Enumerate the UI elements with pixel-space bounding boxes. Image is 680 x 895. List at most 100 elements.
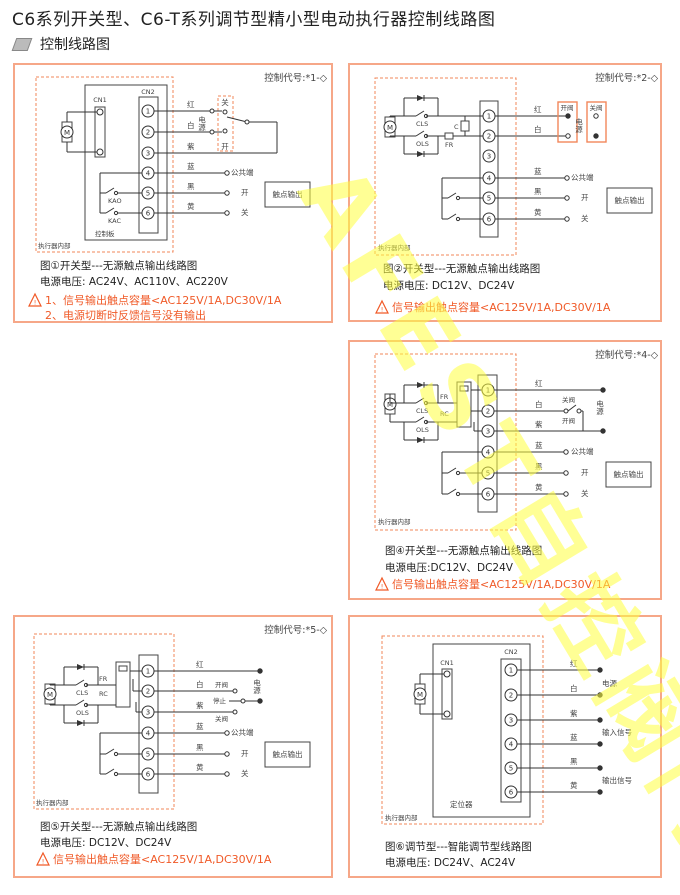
switch-open-label: 开 — [221, 142, 229, 151]
wire-color-label: 蓝 — [196, 721, 204, 731]
terminal-number: 6 — [146, 210, 151, 218]
switch-contact — [222, 109, 228, 115]
terminal-4 — [504, 737, 518, 751]
output-terminal — [563, 470, 569, 476]
wire-color-label: 黄 — [196, 762, 204, 772]
terminal-number: 2 — [486, 408, 490, 416]
open-label: 开 — [581, 193, 589, 202]
contact-output-label: 触点输出 — [614, 469, 644, 479]
signal-terminal — [597, 667, 603, 673]
motor-icon — [383, 120, 397, 134]
power-terminal — [600, 387, 606, 393]
close-label: 关 — [241, 768, 249, 778]
control-code: 控制代号:*1-◇ — [264, 72, 327, 84]
warning-text: 1、信号输出触点容量<AC125V/1A,DC30V/1A — [45, 293, 282, 307]
motor-icon — [60, 125, 74, 139]
wire-color-label: 紫 — [196, 701, 204, 710]
close-valve-label: 关阀 — [590, 103, 603, 112]
warning-icon — [375, 299, 389, 314]
power-label: 电源 — [252, 678, 261, 696]
wiring-diagram-4: 控制代号:*4-◇1红2白3紫4蓝5黑6黄MCLSOLSFRRC关阀开阀电源公共… — [374, 349, 659, 591]
warning-text: 信号输出触点容量<AC125V/1A,DC30V/1A — [392, 577, 611, 591]
voltage: 电源电压:DC12V、DC24V — [385, 561, 514, 574]
voltage: 电源电压: DC24V、AC24V — [385, 856, 516, 869]
motor-icon — [413, 687, 427, 701]
switch-terminal — [113, 190, 119, 196]
open-valve-label: 开阀 — [561, 103, 574, 112]
wire-color-label: 紫 — [187, 142, 195, 151]
terminal-number: 4 — [146, 730, 151, 738]
wire-color-label: 黑 — [196, 743, 204, 752]
switch-contact — [222, 128, 228, 134]
cn1-connector — [94, 106, 106, 158]
terminal-number: 5 — [486, 470, 490, 478]
warning-icon — [36, 851, 50, 866]
close-valve-box — [586, 101, 607, 143]
wire-color-label: 蓝 — [534, 166, 542, 176]
wire-color-label: 黑 — [570, 757, 578, 766]
terminal-3 — [504, 713, 518, 727]
cn1-pin — [443, 670, 451, 678]
terminal-number: 3 — [487, 153, 491, 161]
cn1-pin — [96, 108, 104, 116]
contact-output-label: 触点输出 — [273, 189, 303, 199]
switch-terminal — [455, 216, 461, 222]
terminal-number: 2 — [146, 129, 150, 137]
wire-color-label: 白 — [187, 120, 195, 130]
terminal-number: 3 — [509, 717, 513, 725]
actuator-inside-box — [374, 353, 517, 531]
ols-label: OLS — [76, 709, 89, 717]
terminal-number: 6 — [486, 491, 491, 499]
cn1-label: CN1 — [93, 96, 107, 104]
switch-contact — [75, 699, 85, 706]
output-terminal — [224, 751, 230, 757]
terminal-number: 1 — [487, 113, 491, 121]
caption: 图②开关型---无源触点输出线路图 — [383, 262, 540, 275]
terminal-strip — [500, 658, 522, 803]
voltage: 电源电压: DC12V、DC24V — [383, 279, 515, 292]
wire-color-label: 紫 — [570, 709, 578, 718]
diode-icon — [417, 437, 424, 443]
caption: 图④开关型---无源触点输出线路图 — [385, 544, 542, 557]
terminal-3 — [141, 146, 155, 160]
contact-output-box — [264, 181, 311, 208]
wire-color-label: 红 — [187, 99, 195, 109]
terminal-number: 4 — [146, 170, 151, 178]
switch-terminal — [455, 491, 461, 497]
output-terminal — [563, 449, 569, 455]
input-signal-label: 输入信号 — [602, 727, 632, 737]
voltage: 电源电压: AC24V、AC110V、AC220V — [40, 275, 229, 288]
terminal-1 — [141, 104, 155, 118]
close-label: 关 — [241, 207, 249, 217]
close-valve-label: 关阀 — [215, 714, 228, 723]
fr-label: FR — [99, 675, 108, 683]
terminal-6 — [504, 785, 518, 799]
power-terminal — [593, 113, 599, 119]
motor-symbol: M — [64, 129, 70, 137]
actuator-inside-box — [374, 77, 517, 256]
wire-color-label: 黑 — [534, 187, 542, 196]
wire-color-label: 红 — [196, 659, 204, 669]
terminal-number: 6 — [487, 216, 492, 224]
output-terminal — [224, 730, 230, 736]
terminal-number: 3 — [146, 709, 150, 717]
capacitor — [460, 120, 470, 132]
terminal-number: 5 — [146, 751, 150, 759]
section-title: 控制线路图 — [40, 37, 110, 53]
open-label: 开 — [241, 749, 249, 758]
cn1-pin — [443, 710, 451, 718]
switch-contact — [105, 207, 115, 214]
fr-label: FR — [440, 393, 449, 401]
warning-icon — [375, 576, 389, 591]
positioner-label: 定位器 — [450, 799, 473, 809]
terminal-number: 4 — [509, 741, 514, 749]
actuator-inside-box — [381, 635, 544, 825]
diode-icon — [417, 95, 424, 101]
power-terminal — [565, 113, 571, 119]
output-terminal — [564, 216, 570, 222]
power-terminal — [209, 108, 215, 114]
switch-contact — [447, 488, 457, 495]
